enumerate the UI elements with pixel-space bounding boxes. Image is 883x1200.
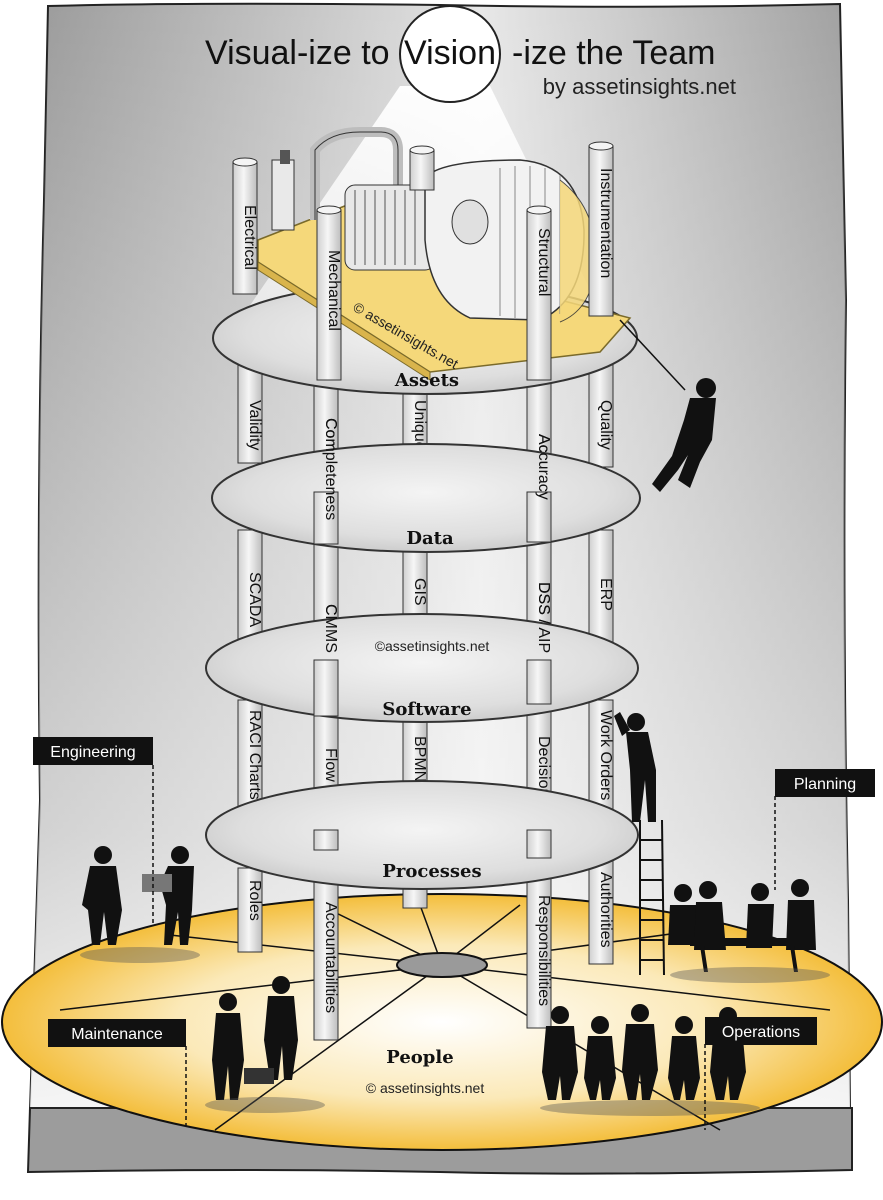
title-suffix: -ize the Team xyxy=(512,34,715,72)
pillar-label-work-orders: Work Orders xyxy=(597,710,614,800)
pillar-dss-aip-top xyxy=(526,659,552,705)
pillar-instrumentation xyxy=(588,145,614,317)
pillar-label-instrumentation: Instrumentation xyxy=(597,168,614,278)
role-box-planning xyxy=(775,769,875,797)
level-label-assets: Assets xyxy=(394,370,459,391)
pillar-accuracy-top xyxy=(526,491,552,543)
pillar-label-bpmn: BPMN xyxy=(411,736,428,782)
title-byline: by assetinsights.net xyxy=(543,74,736,99)
pillar-label-validity: Validity xyxy=(246,400,263,450)
pillar-stub xyxy=(402,887,428,909)
pillar-label-dss-aip-front: DSS / AIP xyxy=(535,582,552,653)
role-box-operations xyxy=(705,1017,817,1045)
pillar-label-quality: Quality xyxy=(597,400,614,450)
pillar-electrical xyxy=(232,161,258,295)
pillar-decision-trees-top xyxy=(526,829,552,859)
vision-circle xyxy=(399,5,501,103)
pillar-center xyxy=(409,149,435,191)
pillar-label-unique: Unique xyxy=(411,400,428,451)
machine-turbine xyxy=(344,184,436,271)
role-box-engineering xyxy=(33,737,153,765)
title-highlight: Vision xyxy=(404,34,496,72)
ladder-worker-silhouette xyxy=(614,712,656,822)
pillar-label-electrical: Electrical xyxy=(241,205,258,270)
pillar-mechanical xyxy=(316,209,342,381)
pillar-structural xyxy=(526,209,552,381)
engineering-silhouettes xyxy=(80,846,200,963)
pillars-assets: Electrical Mechanical Structural Instrum… xyxy=(232,141,614,381)
level-label-processes: Processes xyxy=(382,861,481,882)
climber-silhouette xyxy=(619,319,716,492)
processes-disc xyxy=(205,780,639,890)
role-label-planning: Planning xyxy=(794,776,856,793)
title-prefix: Visual-ize to xyxy=(205,34,390,72)
pillar-authorities xyxy=(588,857,614,965)
watermark-software: ©assetinsights.net xyxy=(375,638,490,654)
operations-silhouettes xyxy=(540,1004,760,1116)
pillar-label-accuracy-front: Accuracy xyxy=(535,434,552,500)
pillar-flow-charts-top xyxy=(313,829,339,851)
pillar-erp xyxy=(588,529,614,655)
pillar-completeness-top xyxy=(313,491,339,545)
role-label-operations: Operations xyxy=(722,1024,800,1041)
pillar-cmms-top xyxy=(313,659,339,717)
pillar-label-completeness-front: Completeness xyxy=(322,418,339,520)
level-label-software: Software xyxy=(382,699,471,720)
pillar-accountabilities xyxy=(313,877,339,1041)
pillar-label-responsibilities: Responsibilities xyxy=(535,895,552,1006)
level-label-people: People xyxy=(386,1047,453,1068)
people-hub xyxy=(396,952,488,978)
machine-valve xyxy=(271,159,295,231)
pillar-label-erp: ERP xyxy=(597,578,614,611)
role-label-maintenance: Maintenance xyxy=(71,1026,163,1043)
level-label-data: Data xyxy=(406,528,454,549)
role-label-engineering: Engineering xyxy=(50,744,135,761)
pillars-people: Roles Accountabilities Responsibilities … xyxy=(237,857,614,1041)
pillar-label-roles: Roles xyxy=(246,880,263,921)
pillar-label-gis: GIS xyxy=(411,578,428,606)
pillar-label-accountabilities: Accountabilities xyxy=(322,902,339,1013)
pillar-label-scada: SCADA xyxy=(246,572,263,627)
ladder xyxy=(639,819,665,976)
maintenance-silhouettes xyxy=(205,976,325,1113)
pillar-label-structural: Structural xyxy=(535,228,552,296)
planning-silhouettes xyxy=(668,879,830,983)
pillar-label-cmms-front: CMMS xyxy=(322,604,339,653)
people-spokes xyxy=(59,904,831,1131)
role-box-maintenance xyxy=(48,1019,186,1047)
pillar-label-authorities: Authorities xyxy=(597,872,614,948)
pillar-label-raci-charts: RACI Charts xyxy=(246,710,263,800)
pillar-label-mechanical: Mechanical xyxy=(325,250,342,331)
watermark-people: © assetinsights.net xyxy=(366,1080,485,1096)
